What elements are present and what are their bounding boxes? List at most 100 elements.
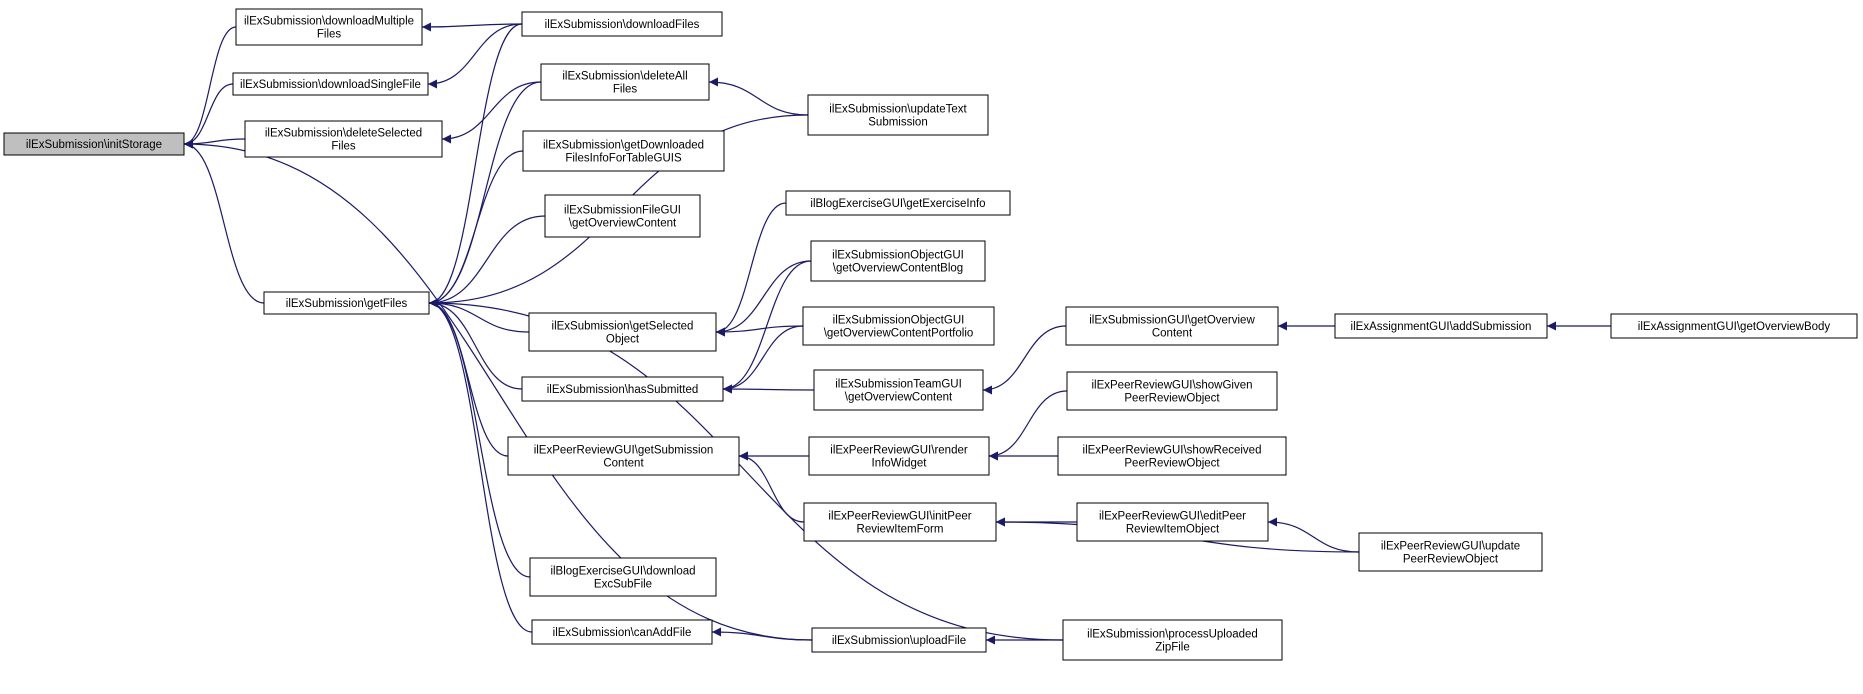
node-obj-gui-overview-portfolio[interactable]: ilExSubmissionObjectGUI\getOverviewConte… — [802, 306, 995, 346]
edge-download-files-to-download-multiple-files — [421, 22, 523, 32]
node-box — [1065, 306, 1279, 346]
edge-can-add-file-to-get-files — [428, 298, 533, 633]
node-label-line: PeerReviewObject — [1403, 554, 1499, 566]
node-label-line: ilExSubmission\updateText — [829, 104, 967, 116]
node-show-received-peer-review[interactable]: ilExPeerReviewGUI\showReceivedPeerReview… — [1057, 436, 1287, 476]
edge-obj-gui-overview-blog-to-get-selected-object — [715, 260, 812, 337]
node-label-line: \getOverviewContent — [569, 218, 677, 230]
node-has-submitted[interactable]: ilExSubmission\hasSubmitted — [521, 376, 724, 402]
node-label-line: ilExPeerReviewGUI\editPeer — [1099, 511, 1246, 523]
node-label-line: ilExSubmission\uploadFile — [832, 635, 966, 647]
node-label-line: \getOverviewContentPortfolio — [824, 328, 974, 340]
node-box — [807, 94, 989, 136]
node-label-line: Content — [1152, 328, 1193, 340]
edge-get-files-to-init-storage — [183, 139, 265, 304]
node-obj-gui-overview-blog[interactable]: ilExSubmissionObjectGUI\getOverviewConte… — [810, 240, 986, 282]
node-label-line: PeerReviewObject — [1124, 393, 1220, 405]
node-sub-gui-overview[interactable]: ilExSubmissionGUI\getOverviewContent — [1065, 306, 1279, 346]
node-download-single-file[interactable]: ilExSubmission\downloadSingleFile — [232, 72, 429, 96]
node-get-overview-body[interactable]: ilExAssignmentGUI\getOverviewBody — [1610, 313, 1858, 339]
edge-delete-all-files-to-delete-selected-files — [441, 81, 542, 144]
node-label-line: ilExSubmission\getFiles — [286, 298, 408, 310]
node-label-line: ilBlogExerciseGUI\getExerciseInfo — [810, 198, 985, 210]
node-label-line: ilExPeerReviewGUI\showGiven — [1091, 380, 1252, 392]
edge-get-downloaded-files-info-to-get-files — [428, 150, 524, 308]
node-label-line: ilExSubmission\getDownloaded — [543, 140, 704, 152]
edge-team-gui-overview-to-has-submitted — [722, 384, 815, 394]
node-edit-peer-review-item[interactable]: ilExPeerReviewGUI\editPeerReviewItemObje… — [1076, 502, 1269, 542]
node-label-line: \getOverviewContentBlog — [833, 263, 963, 275]
node-label-line: Object — [606, 334, 640, 346]
node-label-line: ilExPeerReviewGUI\render — [830, 445, 968, 457]
function-nodes: ilExSubmission\initStorage ilExSubmission… — [3, 8, 1858, 661]
node-label-line: ZipFile — [1155, 642, 1190, 654]
node-label-line: \getOverviewContent — [845, 392, 953, 404]
node-add-submission[interactable]: ilExAssignmentGUI\addSubmission — [1334, 313, 1548, 339]
node-label-line: ilExSubmissionObjectGUI — [832, 250, 964, 262]
node-box — [521, 11, 723, 37]
node-box — [1066, 371, 1278, 411]
edge-upload-file-to-can-add-file — [711, 627, 813, 641]
node-label-line: Content — [603, 458, 644, 470]
node-team-gui-overview[interactable]: ilExSubmissionTeamGUI\getOverviewContent — [813, 369, 984, 411]
node-box — [544, 194, 701, 238]
edge-download-files-to-get-files — [428, 23, 523, 308]
node-label-line: ilExPeerReviewGUI\showReceived — [1083, 445, 1262, 457]
edge-update-text-submission-to-delete-all-files — [708, 77, 809, 116]
node-box — [244, 120, 443, 158]
node-box — [1610, 313, 1858, 339]
node-label-line: ilExSubmission\hasSubmitted — [547, 384, 699, 396]
node-box — [1334, 313, 1548, 339]
node-box — [1062, 619, 1283, 661]
node-upload-file[interactable]: ilExSubmission\uploadFile — [811, 627, 987, 653]
node-label-line: ilExSubmissionGUI\getOverview — [1089, 315, 1255, 327]
node-box — [803, 502, 997, 542]
edge-update-peer-review-to-edit-peer-review-item — [1267, 517, 1360, 553]
node-get-downloaded-files-info[interactable]: ilExSubmission\getDownloadedFilesInfoFor… — [522, 130, 725, 172]
edge-get-selected-object-to-get-files — [428, 298, 530, 333]
node-blog-get-exercise-info[interactable]: ilBlogExerciseGUI\getExerciseInfo — [785, 190, 1011, 216]
edge-delete-selected-files-to-init-storage — [183, 138, 246, 149]
node-show-given-peer-review[interactable]: ilExPeerReviewGUI\showGivenPeerReviewObj… — [1066, 371, 1278, 411]
node-box — [1076, 502, 1269, 542]
node-label-line: ilExSubmission\getSelected — [552, 321, 694, 333]
node-box — [507, 436, 740, 476]
node-box — [235, 8, 423, 46]
node-label-line: ilExPeerReviewGUI\update — [1381, 541, 1520, 553]
node-label-line: ilExSubmissionObjectGUI — [833, 315, 965, 327]
node-can-add-file[interactable]: ilExSubmission\canAddFile — [531, 619, 713, 645]
node-box — [540, 63, 710, 101]
edge-download-files-to-download-single-file — [427, 23, 523, 89]
node-box — [785, 190, 1011, 216]
node-download-files[interactable]: ilExSubmission\downloadFiles — [521, 11, 723, 37]
node-init-storage[interactable]: ilExSubmission\initStorage — [3, 132, 185, 156]
edge-delete-all-files-to-get-files — [428, 81, 542, 308]
node-box — [813, 369, 984, 411]
node-box — [232, 72, 429, 96]
node-box — [263, 291, 430, 315]
edge-file-gui-overview-to-get-files — [428, 215, 546, 308]
node-get-files[interactable]: ilExSubmission\getFiles — [263, 291, 430, 315]
node-box — [522, 130, 725, 172]
node-file-gui-overview[interactable]: ilExSubmissionFileGUI\getOverviewContent — [544, 194, 701, 238]
node-box — [531, 619, 713, 645]
edge-blog-download-exc-sub-file-to-get-files — [428, 298, 531, 578]
edge-obj-gui-overview-portfolio-to-get-selected-object — [715, 325, 804, 337]
node-box — [810, 240, 986, 282]
node-label-line: Files — [613, 84, 638, 96]
node-label-line: ilExSubmission\downloadSingleFile — [240, 79, 421, 91]
node-box — [808, 436, 990, 476]
node-label-line: ilExAssignmentGUI\getOverviewBody — [1638, 321, 1831, 333]
node-label-line: FilesInfoForTableGUIS — [565, 153, 682, 165]
